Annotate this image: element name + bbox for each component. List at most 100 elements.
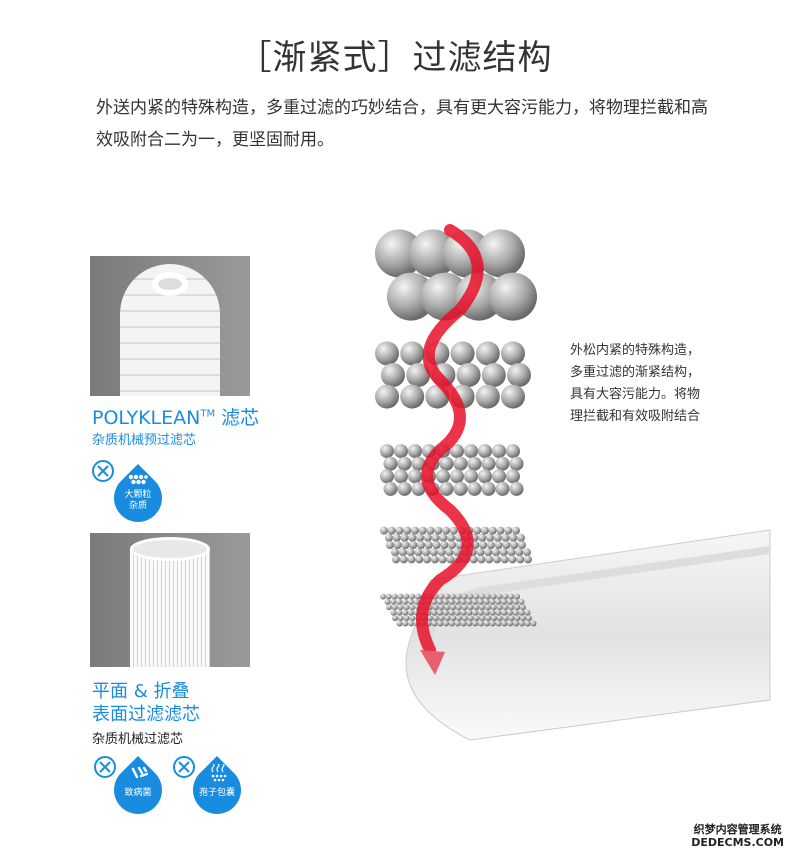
- sphere: [489, 609, 496, 616]
- sphere: [477, 598, 484, 605]
- sphere: [514, 615, 521, 622]
- sphere: [386, 541, 394, 549]
- sphere: [506, 469, 520, 484]
- sphere: [496, 593, 503, 600]
- sphere: [466, 598, 473, 605]
- sphere: [464, 469, 478, 484]
- sphere: [490, 604, 497, 611]
- sphere: [418, 526, 427, 535]
- sphere: [478, 469, 492, 484]
- sphere: [391, 548, 399, 557]
- sphere: [509, 533, 518, 542]
- sphere: [473, 526, 482, 535]
- sphere: [508, 593, 515, 600]
- x-circle-icon: [92, 460, 114, 482]
- sphere: [454, 609, 461, 616]
- sphere: [524, 609, 531, 616]
- sphere: [460, 598, 467, 605]
- sphere: [495, 609, 502, 616]
- sphere: [456, 363, 481, 387]
- sphere: [406, 363, 431, 387]
- sphere: [501, 341, 525, 366]
- sphere: [499, 548, 508, 557]
- sphere: [501, 620, 508, 627]
- sphere: [437, 609, 444, 616]
- sphere: [375, 384, 399, 409]
- sphere: [439, 481, 454, 496]
- sphere: [520, 615, 527, 622]
- sphere: [416, 533, 425, 542]
- sphere: [426, 615, 433, 622]
- sphere: [375, 229, 423, 278]
- sphere: [501, 384, 525, 409]
- polyklean-title: POLYKLEANTM 滤芯: [92, 407, 260, 429]
- sphere: [501, 609, 508, 616]
- sphere: [397, 615, 404, 622]
- sphere: [448, 598, 455, 605]
- bacteria-icon: [131, 766, 148, 779]
- sphere: [399, 555, 408, 564]
- sphere: [500, 555, 509, 564]
- sphere: [438, 555, 447, 564]
- sphere: [438, 604, 445, 611]
- sphere: [449, 526, 458, 535]
- sphere: [502, 541, 511, 549]
- sphere: [397, 456, 412, 471]
- sphere: [485, 615, 492, 622]
- pleated-title: 平面 & 折叠表面过滤滤芯: [92, 681, 200, 725]
- sphere: [444, 615, 451, 622]
- sphere: [467, 615, 474, 622]
- sphere: [407, 555, 416, 564]
- sphere: [475, 341, 500, 366]
- sphere: [401, 541, 410, 549]
- badge-large-particles: 大颗粒杂质: [92, 460, 172, 532]
- sphere: [437, 548, 446, 557]
- sphere: [495, 598, 502, 605]
- sphere: [453, 481, 468, 496]
- sphere: [408, 620, 415, 627]
- sphere: [429, 548, 438, 557]
- sphere: [442, 609, 449, 616]
- sphere: [417, 541, 426, 549]
- sphere: [506, 598, 513, 605]
- sphere: [492, 444, 506, 459]
- sphere: [508, 604, 515, 611]
- sphere: [512, 526, 520, 535]
- sphere: [501, 533, 510, 542]
- sphere: [479, 604, 486, 611]
- sphere: [397, 481, 412, 496]
- sphere: [480, 526, 489, 535]
- sphere: [398, 548, 407, 557]
- sphere: [502, 593, 509, 600]
- sphere: [403, 604, 410, 611]
- sphere: [409, 615, 416, 622]
- sphere: [514, 604, 521, 611]
- sphere: [466, 620, 473, 627]
- sphere: [403, 615, 410, 622]
- sphere: [431, 598, 438, 605]
- sphere: [491, 548, 500, 557]
- sphere: [456, 615, 463, 622]
- sphere: [512, 598, 519, 605]
- sphere: [450, 341, 475, 366]
- sphere: [409, 604, 416, 611]
- sphere: [489, 272, 537, 321]
- sphere: [380, 526, 388, 535]
- sphere: [455, 593, 462, 600]
- sphere: [408, 533, 417, 542]
- sphere: [396, 598, 403, 605]
- sphere: [411, 481, 426, 496]
- sphere: [414, 548, 423, 557]
- sphere: [432, 541, 441, 549]
- sphere: [442, 598, 449, 605]
- sphere: [461, 593, 468, 600]
- sphere: [423, 555, 432, 564]
- sphere: [449, 593, 456, 600]
- sphere: [472, 609, 479, 616]
- sphere: [477, 229, 525, 278]
- sphere: [380, 444, 394, 459]
- sphere: [381, 363, 405, 387]
- sphere: [400, 384, 425, 409]
- sphere: [518, 541, 526, 549]
- sphere: [431, 620, 438, 627]
